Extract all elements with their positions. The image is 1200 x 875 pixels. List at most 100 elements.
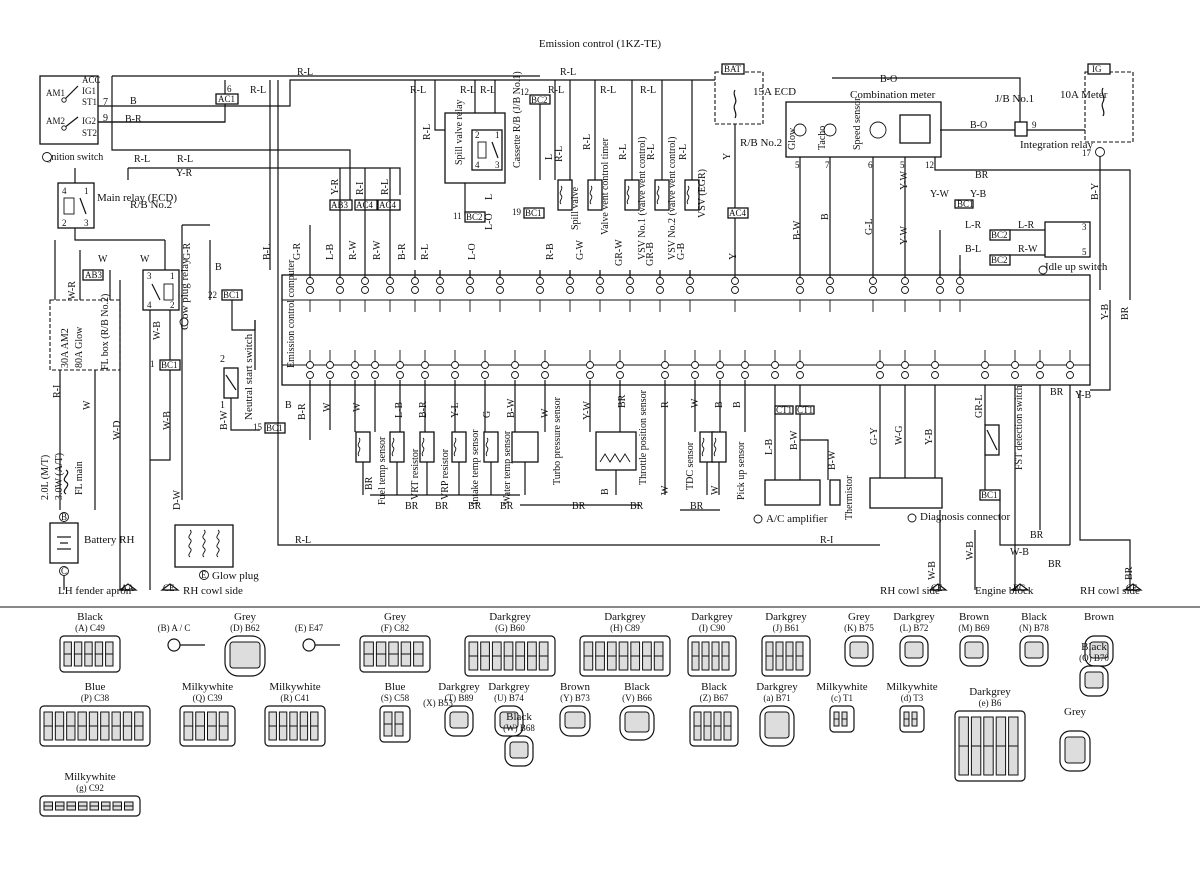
svg-text:B-W: B-W	[219, 410, 230, 430]
rh-cowl-side-label-2: RH cowl side	[880, 585, 940, 597]
svg-text:L-R: L-R	[1018, 220, 1034, 231]
legend-color: Grey	[848, 611, 870, 623]
svg-text:R-I: R-I	[820, 535, 833, 546]
legend-code: (d) T3	[901, 693, 924, 703]
legend-code: (K) B75	[844, 623, 874, 633]
legend-code: (V) B66	[622, 693, 652, 703]
svg-text:BC: BC	[1013, 583, 1025, 593]
legend-item: Black(W) B68	[503, 711, 535, 767]
legend-item: Darkgrey(G) B60	[464, 611, 556, 677]
ecu-bottom-pin	[586, 371, 594, 379]
ecu-bottom-pin	[981, 361, 989, 369]
ecu-bottom-pin	[541, 371, 549, 379]
svg-text:Y-R: Y-R	[176, 168, 192, 179]
ecu-top-pin	[361, 277, 369, 285]
ecu-top-pin	[626, 286, 634, 294]
legend-color: Milkywhite	[816, 681, 867, 693]
spill-valve-relay: 2 1 4 3	[444, 112, 506, 184]
ecu-bottom-pin	[901, 371, 909, 379]
legend-color: Grey	[384, 611, 406, 623]
vsv-egr-label: VSV (EGR)	[697, 169, 708, 218]
jb-no1-label: J/B No.1	[995, 93, 1034, 105]
legend-code: (U) B74	[494, 693, 524, 703]
legend-item: Darkgrey(H) C89	[579, 611, 671, 677]
svg-text:C: C	[61, 566, 67, 576]
svg-text:6: 6	[868, 160, 873, 170]
ecu-bottom-pin	[1036, 361, 1044, 369]
svg-text:W: W	[322, 402, 333, 412]
svg-text:BR: BR	[435, 501, 449, 512]
integration-relay-label: Integration relay	[1020, 139, 1093, 151]
svg-text:G-B: G-B	[676, 242, 687, 260]
legend-item: Black(A) C49	[59, 611, 121, 673]
legend-color: Darkgrey	[691, 611, 733, 623]
rh-cowl-side-label-3: RH cowl side	[1080, 585, 1140, 597]
svg-text:2: 2	[220, 354, 225, 365]
legend-item: (B) A / C	[158, 623, 205, 652]
fst-label: FST detection switch	[1014, 385, 1025, 470]
ecu-bottom-pin	[541, 361, 549, 369]
svg-text:Y-L: Y-L	[450, 402, 461, 418]
ecu-bottom-pin	[796, 361, 804, 369]
ac-amplifier	[764, 479, 821, 506]
idle-up-switch: 3 5	[1044, 221, 1091, 258]
svg-text:B: B	[732, 401, 743, 408]
ecu-top-pin	[411, 277, 419, 285]
vsv1	[624, 179, 640, 211]
ecu-bottom-pin	[1011, 371, 1019, 379]
legend-item: Milkywhite(R) C41	[264, 681, 326, 747]
ecu-label: Emission control computer	[286, 259, 297, 368]
svg-text:R-L: R-L	[618, 144, 629, 160]
ecu-top-pins	[306, 270, 964, 312]
svg-text:R-L: R-L	[460, 85, 476, 96]
svg-text:FL box (R/B No.2): FL box (R/B No.2)	[100, 294, 111, 370]
spill-valve-relay-label: Spill valve relay	[454, 99, 465, 165]
svg-text:7: 7	[103, 97, 108, 108]
integration-relay	[1014, 121, 1028, 137]
legend-code: (E) E47	[295, 623, 324, 633]
svg-text:BC2: BC2	[991, 255, 1008, 265]
svg-text:L-B: L-B	[764, 439, 775, 455]
legend-code: (J) B61	[773, 623, 800, 633]
svg-text:GR-L: GR-L	[974, 395, 985, 418]
ignition-term-ig2: IG2	[82, 116, 96, 126]
ecu-top-pin	[336, 277, 344, 285]
svg-text:G-W: G-W	[575, 239, 586, 260]
svg-text:R-L: R-L	[420, 244, 431, 260]
svg-text:CE: CE	[931, 583, 943, 593]
engine-block-label: Engine block	[975, 585, 1034, 597]
svg-text:GR-B: GR-B	[645, 242, 656, 266]
ecu-top-pin	[936, 286, 944, 294]
ecu-top-pin	[956, 286, 964, 294]
svg-text:W-B: W-B	[152, 321, 163, 340]
ecu-top-pin	[656, 277, 664, 285]
ignition-left-am2: AM2	[46, 116, 65, 126]
combination-meter: Combination meter	[785, 89, 942, 158]
svg-text:B: B	[61, 512, 67, 522]
svg-text:9: 9	[1032, 120, 1037, 130]
ecu-top-pin	[956, 277, 964, 285]
ecu-bottom-pin	[876, 361, 884, 369]
legend-item: Grey(K) B75	[844, 611, 874, 667]
ecu-bottom-pin	[481, 371, 489, 379]
svg-text:L-O: L-O	[467, 243, 478, 260]
svg-text:B: B	[600, 488, 611, 495]
svg-text:AC4: AC4	[729, 208, 747, 218]
svg-text:BR: BR	[690, 501, 704, 512]
svg-text:B-W: B-W	[789, 430, 800, 450]
svg-text:B-W: B-W	[792, 220, 803, 240]
battery-label: Battery RH	[84, 534, 134, 546]
legend-code: (Y) B73	[560, 693, 590, 703]
legend-code: (B) A / C	[158, 623, 191, 633]
svg-text:4: 4	[62, 186, 67, 196]
svg-text:B-R: B-R	[418, 401, 429, 418]
svg-text:7: 7	[825, 160, 830, 170]
svg-text:B: B	[714, 401, 725, 408]
ecu-top-pin	[306, 277, 314, 285]
ecu-top-pin	[536, 286, 544, 294]
legend-item: Black(V) B66	[619, 681, 655, 741]
svg-text:BC2: BC2	[466, 212, 483, 222]
ecu-bottom-pin	[1011, 361, 1019, 369]
ecu-top-pin	[411, 286, 419, 294]
